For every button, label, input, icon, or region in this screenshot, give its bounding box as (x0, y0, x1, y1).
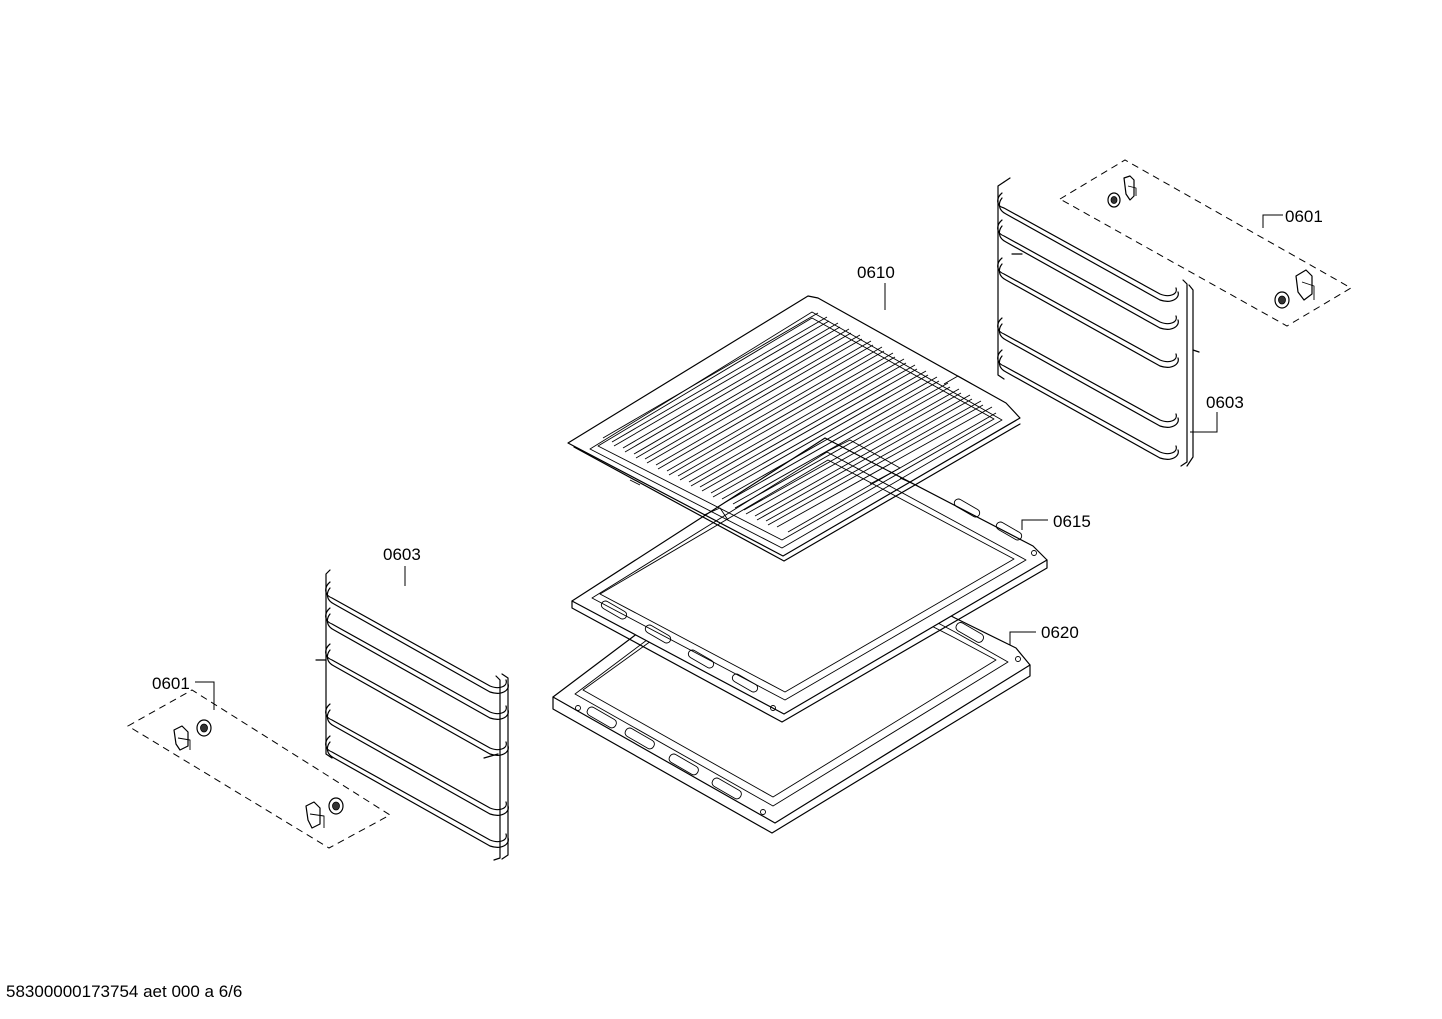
callout-0610: 0610 (857, 263, 895, 282)
callout-0601-left: 0601 (152, 674, 190, 693)
left-clips-drawing (127, 689, 391, 849)
baking-tray-drawing (571, 437, 1048, 723)
grid-wires (602, 312, 997, 533)
callout-0603-right: 0603 (1206, 393, 1244, 412)
right-clips-drawing (1059, 159, 1352, 327)
callout-0615: 0615 (1053, 512, 1091, 531)
grid-shelf-drawing (567, 295, 1021, 562)
callout-0601-right: 0601 (1285, 207, 1323, 226)
left-rail-drawing (315, 569, 509, 861)
callout-0603-left: 0603 (383, 545, 421, 564)
leader-lines (195, 214, 1283, 710)
callout-0620: 0620 (1041, 623, 1079, 642)
document-footer: 58300000173754 aet 000 a 6/6 (6, 982, 243, 1001)
right-rail-drawing (997, 177, 1200, 467)
